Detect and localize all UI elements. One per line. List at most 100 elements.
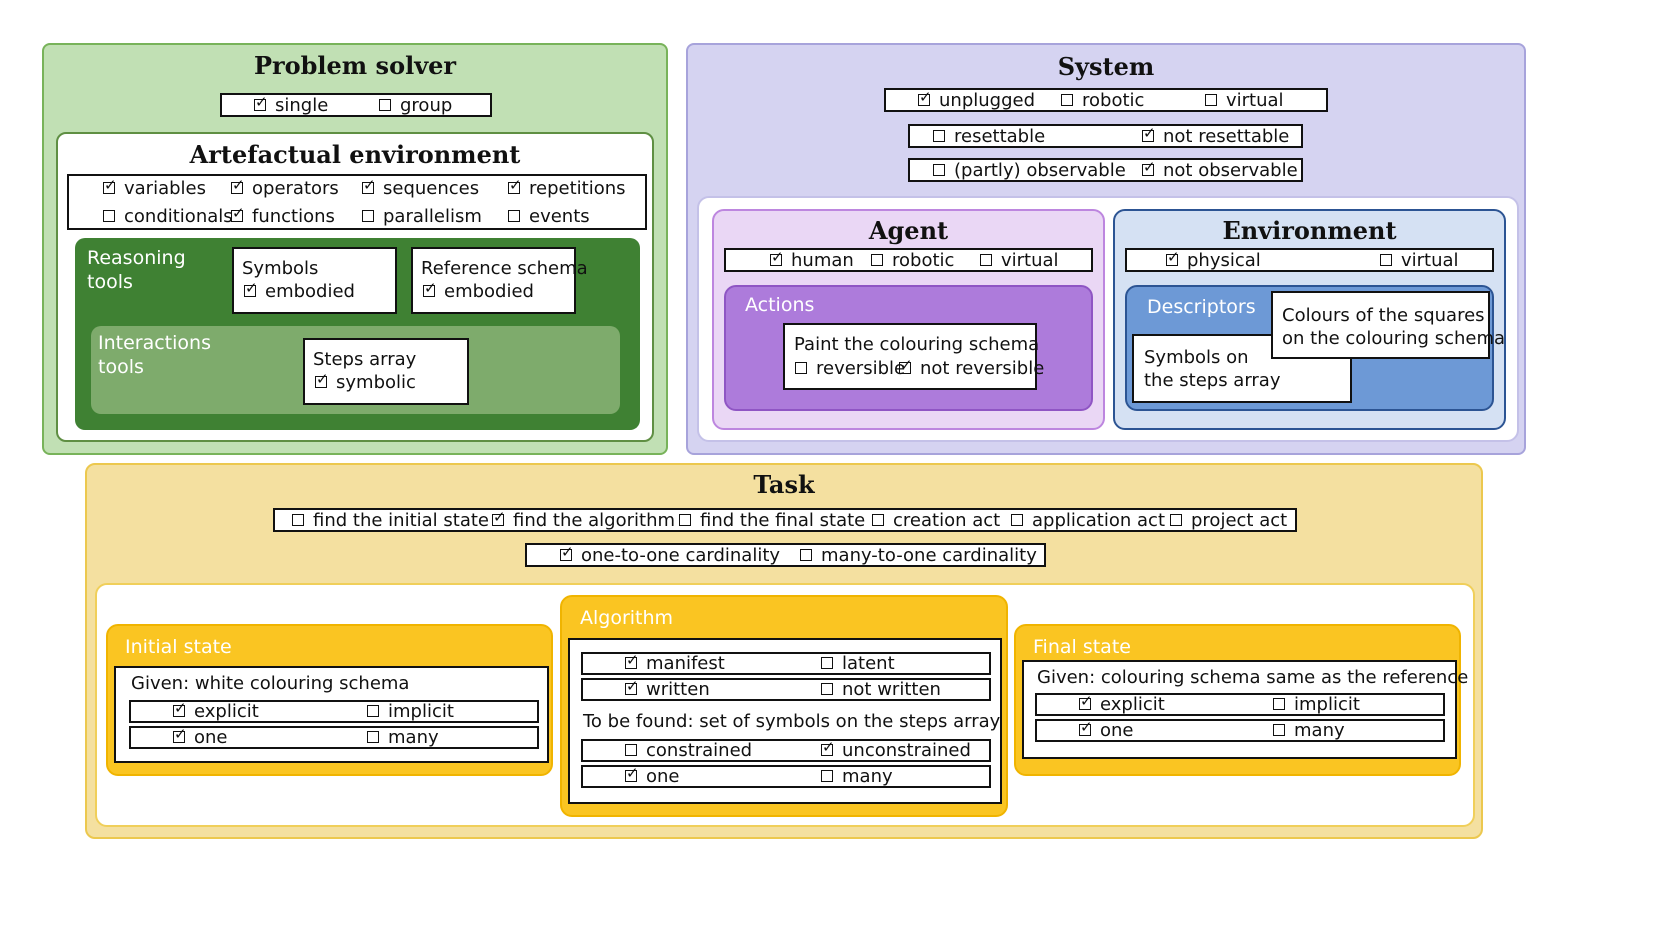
checkbox-icon <box>800 549 812 561</box>
option-find-initial-state[interactable]: find the initial state <box>292 510 489 532</box>
algorithm-panel: Algorithm manifest latent written not wr… <box>560 595 1008 817</box>
task-row2: one-to-one cardinality many-to-one cardi… <box>525 543 1046 567</box>
artefactual-environment-panel: Artefactual environment variables operat… <box>56 132 654 442</box>
option-constrained[interactable]: constrained <box>625 740 752 762</box>
option-reversible[interactable]: reversible <box>795 358 905 380</box>
reasoning-tools-panel: Reasoning tools Symbols embodied Referen… <box>75 238 640 430</box>
option-application-act[interactable]: application act <box>1011 510 1165 532</box>
checkbox-icon <box>1166 248 1180 266</box>
option-final-implicit[interactable]: implicit <box>1273 694 1360 716</box>
algorithm-row2: written not written <box>581 677 991 701</box>
checkbox-icon <box>1061 94 1073 106</box>
checkbox-icon <box>362 210 374 222</box>
checkbox-icon <box>508 210 520 222</box>
option-variables[interactable]: variables <box>103 176 206 200</box>
option-robotic[interactable]: robotic <box>1061 90 1144 112</box>
option-initial-many[interactable]: many <box>367 727 439 749</box>
final-state-row2: one many <box>1035 718 1445 742</box>
option-not-reversible[interactable]: not reversible <box>899 356 1044 380</box>
option-operators[interactable]: operators <box>231 176 339 200</box>
option-conditionals[interactable]: conditionals <box>103 206 233 228</box>
option-latent[interactable]: latent <box>821 653 895 675</box>
option-partly-observable[interactable]: (partly) observable <box>933 160 1126 182</box>
option-group[interactable]: group <box>379 95 452 117</box>
reference-schema-title: Reference schema <box>421 258 588 279</box>
option-reference-embodied[interactable]: embodied <box>423 279 534 303</box>
option-initial-one[interactable]: one <box>173 725 228 749</box>
option-functions[interactable]: functions <box>231 204 335 228</box>
algorithm-label: Algorithm <box>580 607 674 629</box>
system-row2: resettable not resettable <box>908 124 1303 148</box>
checkbox-icon <box>625 677 639 695</box>
initial-state-label: Initial state <box>125 636 232 658</box>
task-panel: Task find the initial state find the alg… <box>85 463 1483 839</box>
checkbox-icon <box>231 176 245 194</box>
option-algorithm-many[interactable]: many <box>821 766 893 788</box>
option-steps-symbolic[interactable]: symbolic <box>315 370 416 394</box>
option-algorithm-one[interactable]: one <box>625 764 680 788</box>
option-symbols-embodied[interactable]: embodied <box>244 279 355 303</box>
descriptors-panel: Descriptors Symbols on the steps array C… <box>1125 285 1505 411</box>
option-human[interactable]: human <box>770 248 854 272</box>
option-creation-act[interactable]: creation act <box>872 510 1000 532</box>
checkbox-icon <box>933 130 945 142</box>
checkbox-icon <box>1142 158 1156 176</box>
option-final-many[interactable]: many <box>1273 720 1345 742</box>
option-single[interactable]: single <box>254 93 328 117</box>
option-agent-robotic[interactable]: robotic <box>871 250 954 272</box>
checkbox-icon <box>315 370 329 388</box>
option-project-act[interactable]: project act <box>1170 510 1287 532</box>
option-virtual[interactable]: virtual <box>1205 90 1284 112</box>
interactions-tools-panel: Interactions tools Steps array symbolic <box>91 326 620 414</box>
checkbox-icon <box>821 770 833 782</box>
checkbox-icon <box>508 176 522 194</box>
checkbox-icon <box>933 164 945 176</box>
steps-array-title: Steps array <box>313 349 417 370</box>
option-one-to-one[interactable]: one-to-one cardinality <box>560 543 780 567</box>
checkbox-icon <box>1142 124 1156 142</box>
initial-state-row2: one many <box>129 725 539 749</box>
option-initial-implicit[interactable]: implicit <box>367 701 454 723</box>
option-many-to-one[interactable]: many-to-one cardinality <box>800 545 1037 567</box>
checkbox-icon <box>871 254 883 266</box>
option-agent-virtual[interactable]: virtual <box>980 250 1059 272</box>
checkbox-icon <box>1011 514 1023 526</box>
option-initial-explicit[interactable]: explicit <box>173 699 259 723</box>
option-resettable[interactable]: resettable <box>933 126 1045 148</box>
option-final-explicit[interactable]: explicit <box>1079 692 1165 716</box>
problem-solver-options: single group <box>220 93 492 117</box>
option-unconstrained[interactable]: unconstrained <box>821 738 971 762</box>
system-panel: System unplugged robotic virtual resetta… <box>686 43 1526 455</box>
option-events[interactable]: events <box>508 206 590 228</box>
option-not-written[interactable]: not written <box>821 679 941 701</box>
system-row3: (partly) observable not observable <box>908 158 1303 182</box>
checkbox-icon <box>379 99 391 111</box>
option-sequences[interactable]: sequences <box>362 176 479 200</box>
checkbox-icon <box>918 88 932 106</box>
descriptor-symbols-line2: the steps array <box>1144 370 1281 391</box>
checkbox-icon <box>1273 724 1285 736</box>
algorithm-to-be-found: To be found: set of symbols on the steps… <box>583 711 1001 732</box>
option-find-final-state[interactable]: find the final state <box>679 510 865 532</box>
option-not-observable[interactable]: not observable <box>1142 158 1298 182</box>
option-final-one[interactable]: one <box>1079 718 1134 742</box>
option-repetitions[interactable]: repetitions <box>508 176 626 200</box>
checkbox-icon <box>1079 692 1093 710</box>
descriptor-colours-line2: on the colouring schema <box>1282 328 1506 349</box>
option-env-virtual[interactable]: virtual <box>1380 250 1459 272</box>
checkbox-icon <box>980 254 992 266</box>
option-parallelism[interactable]: parallelism <box>362 206 482 228</box>
checkbox-icon <box>103 210 115 222</box>
reference-schema-box: Reference schema embodied <box>411 247 588 314</box>
checkbox-icon <box>872 514 884 526</box>
checkbox-icon <box>362 176 376 194</box>
initial-state-box: Given: white colouring schema explicit i… <box>114 666 549 763</box>
option-manifest[interactable]: manifest <box>625 651 725 675</box>
option-written[interactable]: written <box>625 677 710 701</box>
checkbox-icon <box>625 651 639 669</box>
option-physical[interactable]: physical <box>1166 248 1261 272</box>
environment-title: Environment <box>1222 216 1397 245</box>
option-find-algorithm[interactable]: find the algorithm <box>492 508 675 532</box>
option-unplugged[interactable]: unplugged <box>918 88 1035 112</box>
option-not-resettable[interactable]: not resettable <box>1142 124 1289 148</box>
